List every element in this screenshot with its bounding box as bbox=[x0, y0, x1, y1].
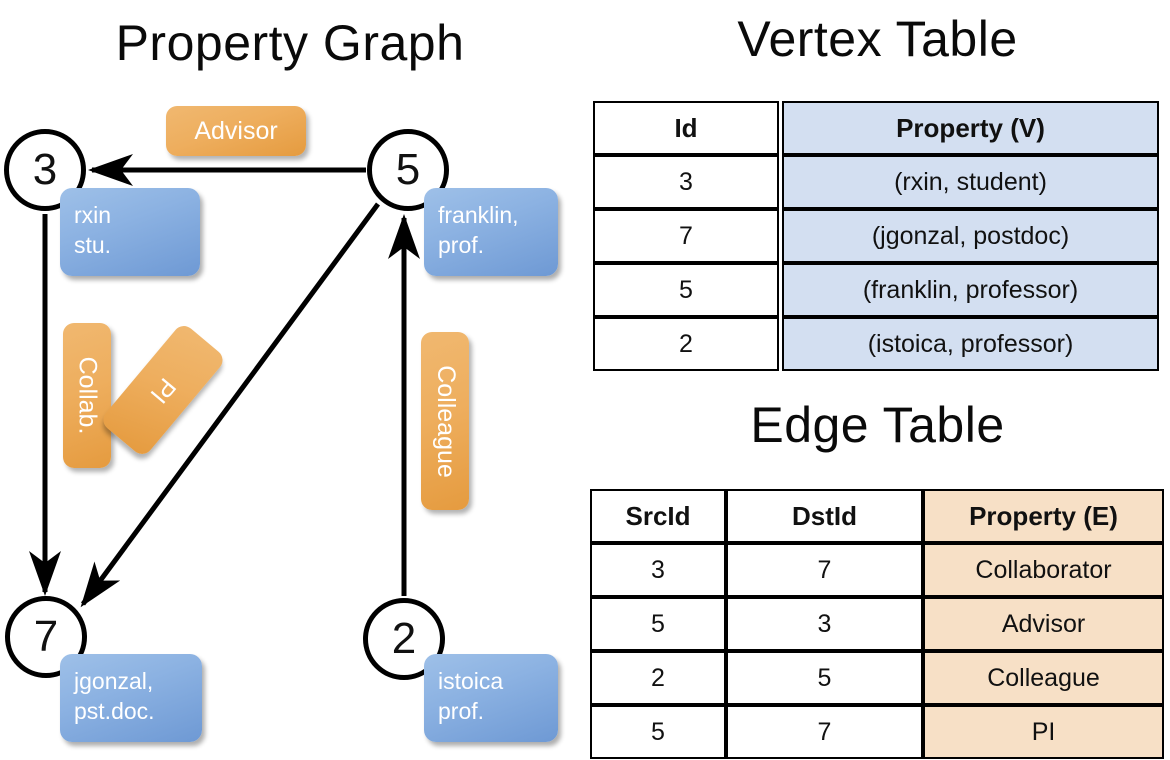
edge-table-header-srcid: SrcId bbox=[590, 489, 726, 543]
edge-table-cell-dstid: 7 bbox=[726, 543, 923, 597]
edge-table-cell-srcid: 2 bbox=[590, 651, 726, 705]
property-graph-diagram: 3 5 7 2 rxin stu. franklin, prof. jgonza… bbox=[4, 106, 558, 742]
table-header-row: SrcId bbox=[590, 489, 726, 543]
edge-label-collab: Collab. bbox=[63, 323, 111, 468]
table-row[interactable]: 5 bbox=[593, 263, 779, 317]
table-row[interactable]: 5 bbox=[726, 651, 923, 705]
table-row[interactable]: 7 bbox=[593, 209, 779, 263]
vertex-table-cell-property: (istoica, professor) bbox=[782, 317, 1159, 371]
vertex-property-box-7-line1: jgonzal, bbox=[74, 668, 154, 694]
graph-node-2-label: 2 bbox=[391, 614, 417, 663]
vertex-property-box-5-line2: prof. bbox=[438, 232, 485, 258]
edge-label-pi-text: PI bbox=[145, 372, 182, 409]
edge-table-cell-property: Advisor bbox=[923, 597, 1164, 651]
edge-table-cell-property: PI bbox=[923, 705, 1164, 759]
vertex-table-header-property: Property (V) bbox=[782, 101, 1159, 155]
vertex-table-property-column: Property (V) (rxin, student) (jgonzal, p… bbox=[782, 101, 1159, 371]
vertex-property-box-7-line2: pst.doc. bbox=[74, 698, 155, 724]
edge-table-dstid-column: DstId 7 3 5 7 bbox=[726, 489, 923, 759]
edge-table-cell-srcid: 5 bbox=[590, 597, 726, 651]
table-row[interactable]: Colleague bbox=[923, 651, 1164, 705]
table-header-row: Property (V) bbox=[782, 101, 1159, 155]
vertex-table-cell-id: 5 bbox=[593, 263, 779, 317]
edge-table-cell-property: Collaborator bbox=[923, 543, 1164, 597]
table-row[interactable]: 3 bbox=[593, 155, 779, 209]
edge-table-cell-srcid: 5 bbox=[590, 705, 726, 759]
vertex-property-box-2-line2: prof. bbox=[438, 698, 485, 724]
vertex-property-box-5: franklin, prof. bbox=[424, 188, 558, 276]
table-row[interactable]: Advisor bbox=[923, 597, 1164, 651]
edge-table-cell-srcid: 3 bbox=[590, 543, 726, 597]
table-row[interactable]: 5 bbox=[590, 705, 726, 759]
graph-node-5[interactable]: 5 bbox=[367, 129, 449, 211]
edge-table-header-dstid: DstId bbox=[726, 489, 923, 543]
table-row[interactable]: PI bbox=[923, 705, 1164, 759]
vertex-property-box-2-line1: istoica bbox=[438, 668, 504, 694]
table-row[interactable]: 7 bbox=[726, 705, 923, 759]
page-title-property-graph: Property Graph bbox=[115, 15, 465, 71]
page-title-vertex-table: Vertex Table bbox=[737, 11, 1018, 67]
table-row[interactable]: 2 bbox=[590, 651, 726, 705]
graph-node-5-label: 5 bbox=[395, 145, 421, 194]
vertex-property-box-3: rxin stu. bbox=[60, 188, 200, 276]
table-row[interactable]: 3 bbox=[726, 597, 923, 651]
edge-table-header-property: Property (E) bbox=[923, 489, 1164, 543]
edge-table-property-column: Property (E) Collaborator Advisor Collea… bbox=[923, 489, 1164, 759]
vertex-table-cell-property: (franklin, professor) bbox=[782, 263, 1159, 317]
table-row[interactable]: 5 bbox=[590, 597, 726, 651]
vertex-table-cell-id: 3 bbox=[593, 155, 779, 209]
edge-table-srcid-column: SrcId 3 5 2 5 bbox=[590, 489, 726, 759]
edge-label-advisor-text: Advisor bbox=[194, 116, 278, 145]
vertex-property-box-3-line1: rxin bbox=[74, 202, 112, 228]
table-row[interactable]: (rxin, student) bbox=[782, 155, 1159, 209]
vertex-table-cell-property: (rxin, student) bbox=[782, 155, 1159, 209]
graph-node-7-label: 7 bbox=[33, 612, 59, 661]
page-title-edge-table: Edge Table bbox=[750, 397, 1005, 453]
table-row[interactable]: 2 bbox=[593, 317, 779, 371]
edge-table-cell-dstid: 7 bbox=[726, 705, 923, 759]
vertex-table-cell-property: (jgonzal, postdoc) bbox=[782, 209, 1159, 263]
table-row[interactable]: 7 bbox=[726, 543, 923, 597]
table-row[interactable]: (jgonzal, postdoc) bbox=[782, 209, 1159, 263]
vertex-property-box-7: jgonzal, pst.doc. bbox=[60, 654, 202, 742]
graph-edges-svg bbox=[29, 154, 420, 608]
edge-table-cell-dstid: 5 bbox=[726, 651, 923, 705]
edge-label-advisor: Advisor bbox=[166, 106, 306, 156]
vertex-table-header-id: Id bbox=[593, 101, 779, 155]
vertex-property-box-5-line1: franklin, bbox=[438, 202, 519, 228]
table-row[interactable]: (istoica, professor) bbox=[782, 317, 1159, 371]
table-header-row: DstId bbox=[726, 489, 923, 543]
vertex-property-box-2: istoica prof. bbox=[424, 654, 558, 742]
vertex-property-box-3-line2: stu. bbox=[74, 232, 112, 258]
graph-node-2[interactable]: 2 bbox=[363, 598, 445, 680]
table-row[interactable]: (franklin, professor) bbox=[782, 263, 1159, 317]
vertex-table-cell-id: 7 bbox=[593, 209, 779, 263]
table-header-row: Id bbox=[593, 101, 779, 155]
vertex-table-id-column: Id 3 7 5 2 bbox=[593, 101, 779, 371]
table-header-row: Property (E) bbox=[923, 489, 1164, 543]
edge-5-to-7-pi bbox=[80, 202, 381, 608]
edge-label-colleague: Colleague bbox=[421, 332, 469, 510]
edge-table-cell-property: Colleague bbox=[923, 651, 1164, 705]
table-row[interactable]: Collaborator bbox=[923, 543, 1164, 597]
edge-label-colleague-text: Colleague bbox=[431, 364, 460, 478]
edge-label-collab-text: Collab. bbox=[73, 356, 102, 435]
table-row[interactable]: 3 bbox=[590, 543, 726, 597]
graph-node-3-label: 3 bbox=[32, 145, 58, 194]
edge-table-cell-dstid: 3 bbox=[726, 597, 923, 651]
vertex-table-cell-id: 2 bbox=[593, 317, 779, 371]
